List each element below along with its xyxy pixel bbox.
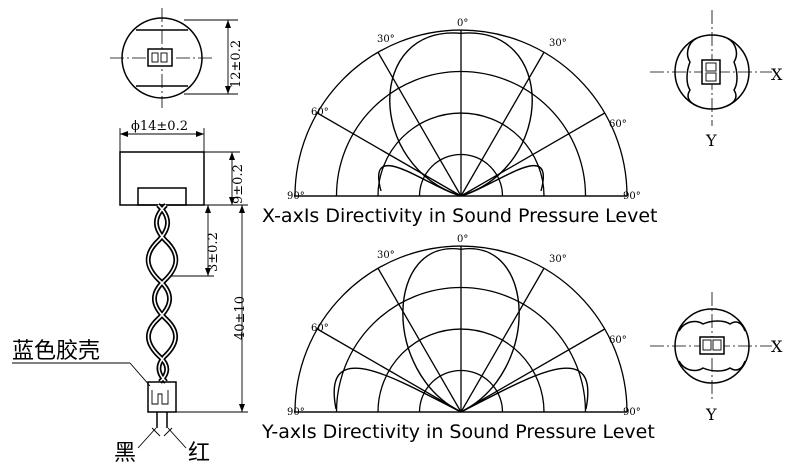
- directivity-lobe-right: [460, 164, 544, 197]
- directivity-lobe-left: [378, 164, 462, 197]
- x-axis-directivity-title: X-axIs Directivity in Sound Pressure Lev…: [262, 205, 658, 227]
- polar-spoke: [460, 112, 606, 197]
- polar-spoke: [460, 267, 545, 413]
- polar-spoke: [377, 51, 462, 197]
- polar-angle-label: 30°: [549, 38, 567, 49]
- directivity-lobe-main: [402, 248, 520, 413]
- sensor-side-view: ϕ14±0.2 9±0.2 3±0.2 40±10: [119, 119, 248, 413]
- polar-spoke: [316, 112, 462, 197]
- y-axis-label-top: Y: [705, 131, 717, 150]
- body-height-dim: 9±0.2: [231, 164, 246, 204]
- polar-angle-label: 90°: [287, 191, 305, 202]
- x-axis-directivity-polar-plot: 0° 30° 30° 60° 60° 90° 90°: [287, 18, 641, 202]
- polar-angle-label: 60°: [609, 335, 627, 346]
- wire-black-label: 黑: [114, 441, 136, 466]
- diameter-dim: ϕ14±0.2: [131, 119, 188, 134]
- x-axis-label-top: X: [771, 65, 783, 84]
- x-axis-label-bottom: X: [771, 337, 783, 356]
- polar-angle-label: 90°: [623, 191, 641, 202]
- polar-angle-label: 60°: [311, 323, 329, 334]
- polar-spoke: [316, 328, 462, 413]
- polar-angle-label: 0°: [457, 18, 468, 29]
- polar-angle-label: 30°: [377, 34, 395, 45]
- twisted-lead-wires: [145, 203, 179, 384]
- polar-spoke: [460, 328, 606, 413]
- directivity-lobe-main: [389, 32, 533, 197]
- top-view-height-dim: 12±0.2: [229, 40, 244, 88]
- directivity-lobe-right: [460, 367, 589, 413]
- y-axis-orientation-view: X Y: [650, 292, 783, 424]
- polar-angle-label: 30°: [549, 254, 567, 265]
- directivity-lobe-left: [333, 367, 462, 413]
- wire-red-label: 红: [188, 441, 210, 466]
- polar-spoke: [377, 267, 462, 413]
- polar-angle-label: 30°: [377, 250, 395, 261]
- polar-angle-label: 90°: [623, 407, 641, 418]
- lead-offset-dim: 3±0.2: [206, 232, 221, 272]
- polar-angle-label: 60°: [311, 107, 329, 118]
- y-axis-label-bottom: Y: [705, 405, 717, 424]
- polar-angle-label: 90°: [287, 407, 305, 418]
- sensor-top-view: 12±0.2: [110, 8, 244, 108]
- connector-housing: [147, 381, 177, 437]
- polar-angle-label: 0°: [457, 234, 468, 245]
- x-axis-orientation-view: X Y: [650, 10, 783, 150]
- polar-angle-label: 60°: [609, 119, 627, 130]
- lead-length-dim: 40±10: [233, 296, 248, 340]
- connector-label: 蓝色胶壳: [12, 339, 100, 364]
- y-axis-directivity-polar-plot: 0° 30° 30° 60° 60° 90° 90°: [287, 234, 641, 418]
- y-axis-directivity-title: Y-axIs Directivity in Sound Pressure Lev…: [261, 421, 655, 443]
- polar-spoke: [460, 51, 545, 197]
